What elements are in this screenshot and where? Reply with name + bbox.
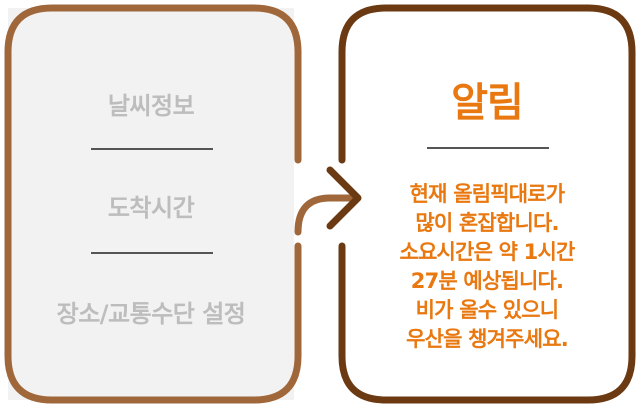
alert-message: 현재 올림픽대로가 많이 혼잡합니다. 소요시간은 약 1시간 27분 예상됩니… bbox=[342, 180, 632, 354]
connector-line bbox=[294, 194, 360, 236]
alert-message-line: 현재 올림픽대로가 bbox=[409, 182, 565, 206]
left-item-place-transport-setting: 장소/교통수단 설정 bbox=[56, 300, 246, 328]
alert-message-line: 많이 혼잡합니다. bbox=[415, 211, 559, 235]
left-item-weather: 날씨정보 bbox=[107, 92, 195, 120]
alert-message-line: 27분 예상됩니다. bbox=[410, 269, 564, 293]
alert-message-line: 소요시간은 약 1시간 bbox=[399, 240, 576, 264]
arrow-right-icon bbox=[326, 166, 362, 230]
alert-message-line: 비가 올수 있으니 bbox=[415, 298, 559, 322]
left-divider-2 bbox=[91, 252, 213, 254]
left-divider-1 bbox=[91, 148, 213, 150]
right-panel: 알림 현재 올림픽대로가 많이 혼잡합니다. 소요시간은 약 1시간 27분 예… bbox=[342, 8, 632, 400]
left-panel-frame bbox=[4, 4, 302, 404]
left-panel: 날씨정보 도착시간 장소/교통수단 설정 bbox=[8, 8, 294, 400]
alert-title: 알림 bbox=[451, 80, 524, 126]
alert-message-line: 우산을 챙겨주세요. bbox=[406, 327, 569, 351]
right-divider bbox=[427, 147, 549, 149]
right-panel-frame bbox=[338, 4, 636, 404]
left-item-arrival-time: 도착시간 bbox=[107, 194, 195, 222]
